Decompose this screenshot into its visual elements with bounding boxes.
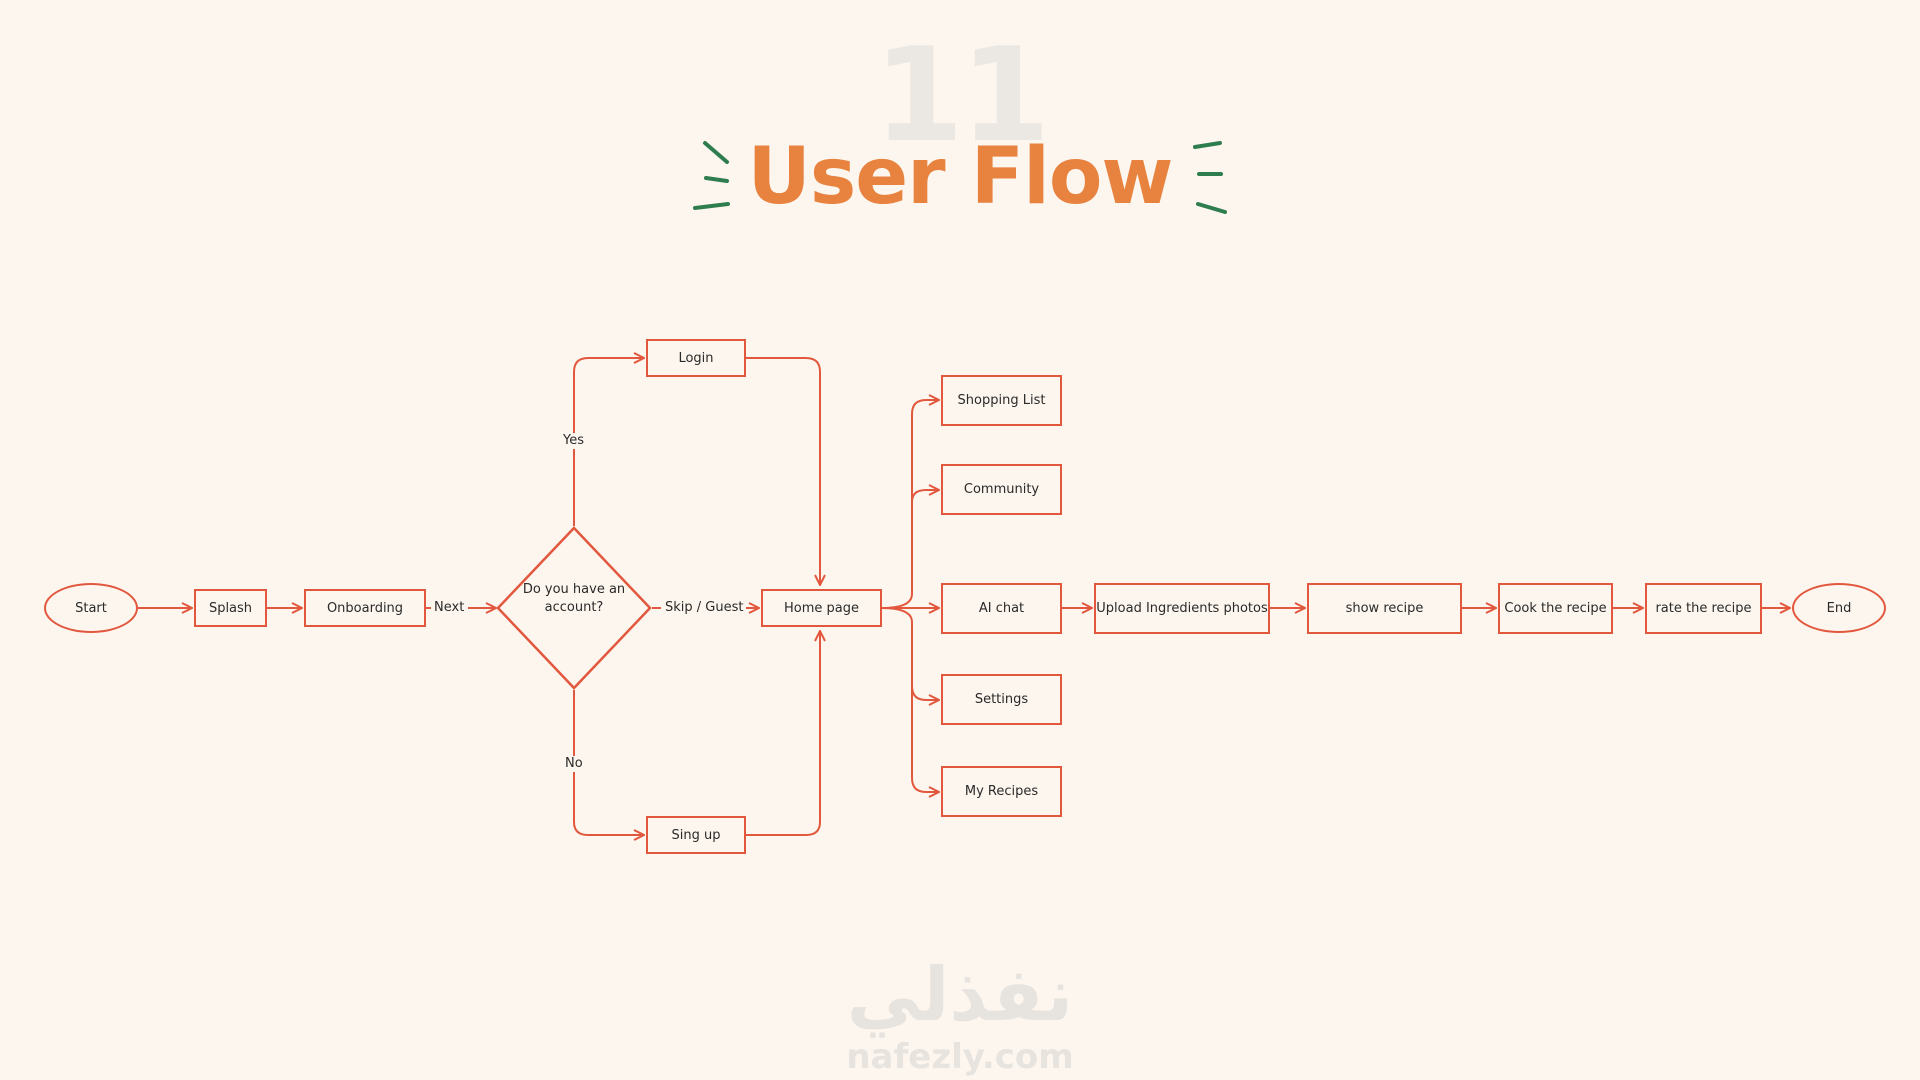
start-node: Start xyxy=(44,583,138,633)
decision-diamond xyxy=(496,526,652,690)
yes-label: Yes xyxy=(560,433,587,449)
ai-chat-node: AI chat xyxy=(941,583,1062,634)
next-label: Next xyxy=(431,600,468,616)
login-node: Login xyxy=(646,339,746,377)
settings-node: Settings xyxy=(941,674,1062,725)
page-title: User Flow xyxy=(747,132,1174,222)
sparkle-right-icon xyxy=(1193,141,1227,214)
my-recipes-node: My Recipes xyxy=(941,766,1062,817)
upload-photos-node: Upload Ingredients photos xyxy=(1094,583,1270,634)
watermark-logo-latin: nafezly.com xyxy=(846,1037,1074,1077)
decision-node-text: Do you have an account? xyxy=(522,582,626,615)
cook-recipe-node: Cook the recipe xyxy=(1498,583,1613,634)
skip-guest-label: Skip / Guest xyxy=(662,600,747,616)
home-page-node: Home page xyxy=(761,589,882,627)
rate-recipe-node: rate the recipe xyxy=(1645,583,1762,634)
no-label: No xyxy=(562,756,586,772)
show-recipe-node: show recipe xyxy=(1307,583,1462,634)
sparkle-left-icon xyxy=(693,141,730,210)
section-number: 11 xyxy=(873,19,1051,171)
signup-node: Sing up xyxy=(646,816,746,854)
shopping-list-node: Shopping List xyxy=(941,375,1062,426)
splash-node: Splash xyxy=(194,589,267,627)
watermark-logo-arabic: نفذلي xyxy=(846,952,1074,1038)
end-node: End xyxy=(1792,583,1886,633)
community-node: Community xyxy=(941,464,1062,515)
onboarding-node: Onboarding xyxy=(304,589,426,627)
